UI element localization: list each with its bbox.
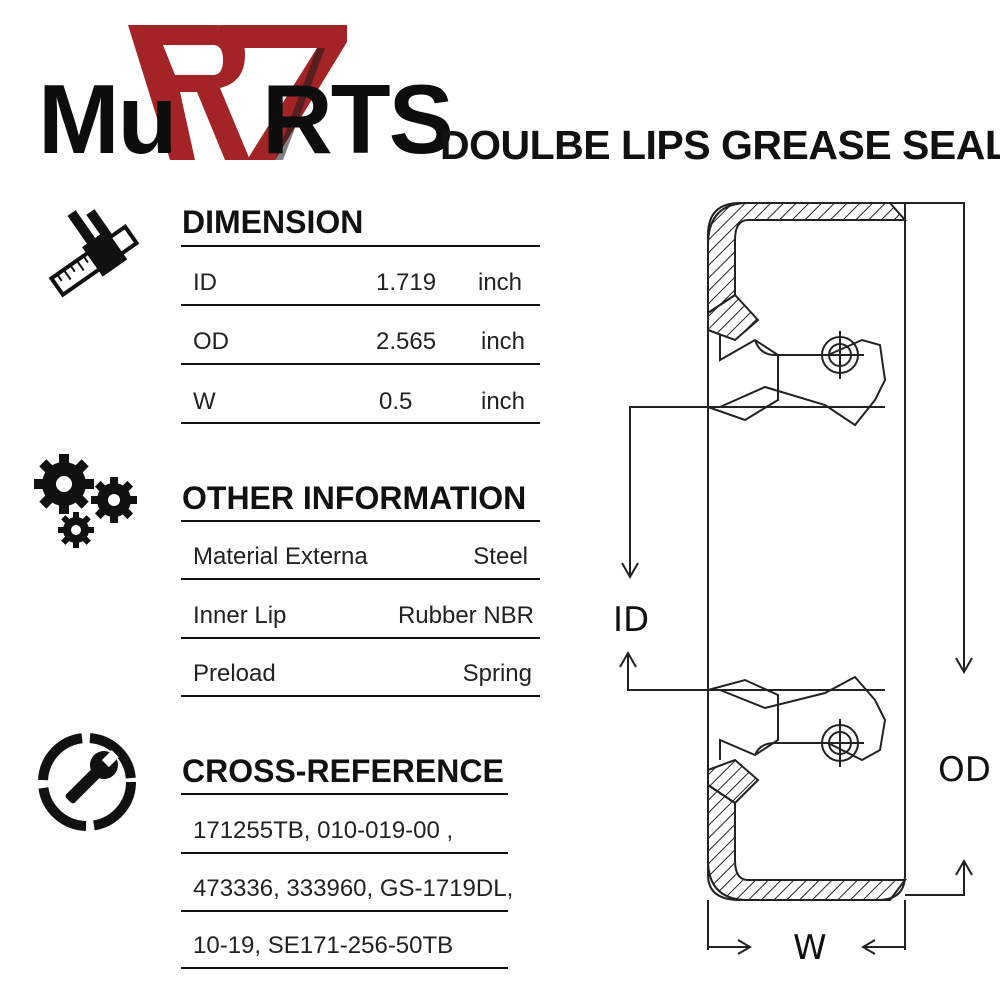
dimension-id-label: ID bbox=[193, 269, 217, 296]
brand-name-right: RTS bbox=[262, 64, 454, 174]
divider bbox=[181, 304, 540, 306]
divider bbox=[181, 520, 540, 522]
dimension-w-value: 0.5 bbox=[379, 388, 413, 415]
other-preload-value: Spring bbox=[462, 660, 532, 687]
other-material-value: Steel bbox=[473, 543, 528, 570]
product-title: DOULBE LIPS GREASE SEAL bbox=[440, 122, 1000, 168]
dimension-w-label: W bbox=[193, 388, 216, 415]
dimension-id-unit: inch bbox=[478, 269, 523, 296]
divider bbox=[181, 852, 508, 854]
divider bbox=[181, 637, 540, 639]
other-inner-lip-label: Inner Lip bbox=[193, 602, 287, 629]
wrench-icon bbox=[38, 733, 136, 831]
seal-cross-section-diagram bbox=[619, 202, 973, 955]
diagram-id-label: ID bbox=[613, 600, 650, 640]
brand-name-left: Mu bbox=[38, 64, 177, 174]
divider bbox=[181, 245, 540, 247]
dimension-w-unit: inch bbox=[481, 388, 526, 415]
dimension-id-value: 1.719 bbox=[376, 269, 437, 296]
other-material-label: Material Externa bbox=[193, 543, 368, 570]
other-preload-label: Preload bbox=[193, 660, 276, 687]
divider bbox=[181, 793, 508, 795]
gears-icon bbox=[34, 454, 137, 548]
divider bbox=[181, 695, 540, 697]
other-information-title: OTHER INFORMATION bbox=[182, 480, 527, 516]
divider bbox=[181, 910, 508, 912]
cross-reference-line: 473336, 333960, GS-1719DL, bbox=[193, 875, 514, 902]
cross-reference-line: 171255TB, 010-019-00 , bbox=[193, 817, 454, 844]
dimension-od-value: 2.565 bbox=[376, 328, 437, 355]
other-inner-lip-value: Rubber NBR bbox=[397, 602, 534, 629]
cross-reference-line: 10-19, SE171-256-50TB bbox=[193, 932, 454, 959]
dimension-od-label: OD bbox=[193, 328, 229, 355]
caliper-ruler-icon bbox=[48, 209, 140, 298]
divider bbox=[181, 363, 540, 365]
cross-reference-title: CROSS-REFERENCE bbox=[182, 753, 504, 789]
dimension-title: DIMENSION bbox=[182, 204, 364, 240]
divider bbox=[181, 967, 508, 969]
diagram-od-label: OD bbox=[938, 750, 991, 790]
diagram-w-label: W bbox=[793, 928, 827, 968]
brand-logo-mark bbox=[128, 25, 347, 160]
divider bbox=[181, 578, 540, 580]
dimension-od-unit: inch bbox=[481, 328, 526, 355]
divider bbox=[181, 422, 540, 424]
